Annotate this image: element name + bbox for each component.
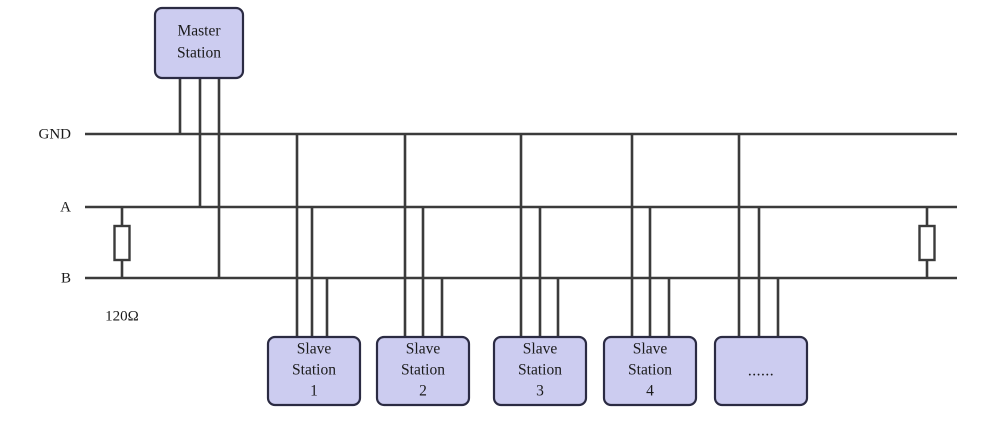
slave-station-1-label-line2: Station <box>292 362 336 379</box>
master-station-box[interactable] <box>153 6 245 80</box>
slave-station-2-box[interactable] <box>375 335 471 407</box>
master-station-label-line1: Master <box>177 23 221 40</box>
master-station-label-line2: Station <box>177 45 221 62</box>
slave-station-3-label-line1: Slave <box>523 341 558 358</box>
slave-station-more-box[interactable] <box>713 335 809 407</box>
slave-station-4-label-line1: Slave <box>633 341 668 358</box>
slave-station-more-label: ...... <box>748 363 774 380</box>
slave-station-1-box[interactable] <box>266 335 362 407</box>
slave-station-2-label-line3: 2 <box>419 383 427 400</box>
slave-station-1-label-line1: Slave <box>297 341 332 358</box>
slave-station-3-label-line2: Station <box>518 362 562 379</box>
bus-label-b: B <box>61 270 71 286</box>
slave-station-4-box[interactable] <box>602 335 698 407</box>
right-terminator-body <box>918 224 936 262</box>
left-terminator-body <box>113 224 131 262</box>
slave-station-2-label-line1: Slave <box>406 341 441 358</box>
left-terminator-label: 120Ω <box>105 308 139 324</box>
slave-station-1-label-line3: 1 <box>310 383 318 400</box>
terminating-resistors-group: 120Ω <box>105 207 936 324</box>
slave-station-4-label-line3: 4 <box>646 383 654 400</box>
bus-label-gnd: GND <box>39 126 72 142</box>
slave-station-3-box[interactable] <box>492 335 588 407</box>
bus-label-a: A <box>60 199 71 215</box>
bus-lines-group: GND A B <box>39 126 957 286</box>
slave-station-4-label-line2: Station <box>628 362 672 379</box>
slave-station-2-label-line2: Station <box>401 362 445 379</box>
slave-station-3-label-line3: 3 <box>536 383 544 400</box>
